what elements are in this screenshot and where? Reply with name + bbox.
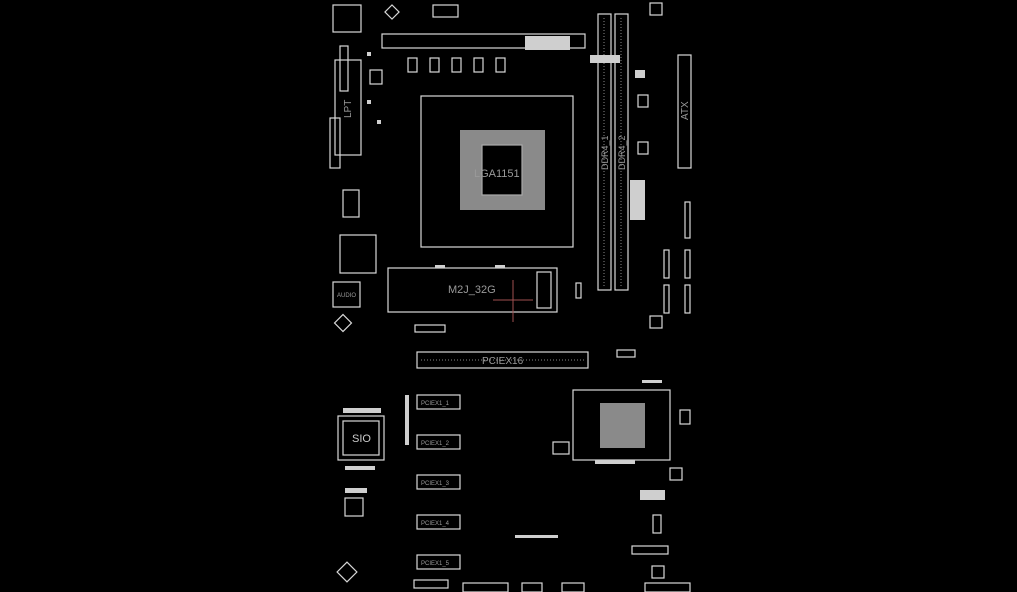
cpu-socket[interactable]: LGA1151: [420, 95, 574, 248]
atx-connector[interactable]: ATX: [677, 54, 692, 169]
pcie-x1-slot[interactable]: PCIEX1_3: [416, 474, 461, 490]
lpt-header[interactable]: LPT: [329, 45, 362, 169]
misc-components: [332, 2, 691, 592]
atx-label: ATX: [680, 101, 691, 120]
audio-label: AUDIO: [337, 293, 356, 299]
sio-label: SIO: [352, 433, 371, 445]
audio-codec[interactable]: AUDIO: [332, 281, 361, 308]
dimm-1-label: DDR4_1: [600, 135, 610, 170]
m2-slot[interactable]: M2J_32G: [387, 267, 558, 313]
pcie-x1-slot[interactable]: PCIEX1_5: [416, 554, 461, 570]
lpt-label: LPT: [343, 100, 354, 118]
dimm-2-label: DDR4_2: [617, 135, 627, 170]
sio-chip[interactable]: SIO: [337, 415, 385, 461]
pcie-x1-label: PCIEX1_4: [421, 521, 450, 527]
pcie-x1-label: PCIEX1_3: [421, 481, 450, 487]
cpu-socket-label: LGA1151: [474, 168, 520, 180]
component-pads: [343, 36, 665, 538]
pch-chip[interactable]: [552, 389, 671, 461]
pcie-x16-slot[interactable]: PCIEX16: [416, 351, 589, 369]
pcie-x1-slot[interactable]: PCIEX1_1: [416, 394, 461, 410]
pcie-x1-slot[interactable]: PCIEX1_4: [416, 514, 461, 530]
pcie-x1-label: PCIEX1_5: [421, 561, 450, 567]
dimm-slot-1[interactable]: DDR4_1: [597, 13, 612, 291]
dimm-slot-2[interactable]: DDR4_2: [614, 13, 629, 291]
pcie-x1-slot[interactable]: PCIEX1_2: [416, 434, 461, 450]
pcie-x16-label: PCIEX16: [482, 356, 524, 367]
pcie-x1-label: PCIEX1_1: [421, 401, 450, 407]
pcie-x1-label: PCIEX1_2: [421, 441, 450, 447]
m2-slot-label: M2J_32G: [448, 284, 496, 296]
cursor-crosshair: [493, 280, 533, 322]
